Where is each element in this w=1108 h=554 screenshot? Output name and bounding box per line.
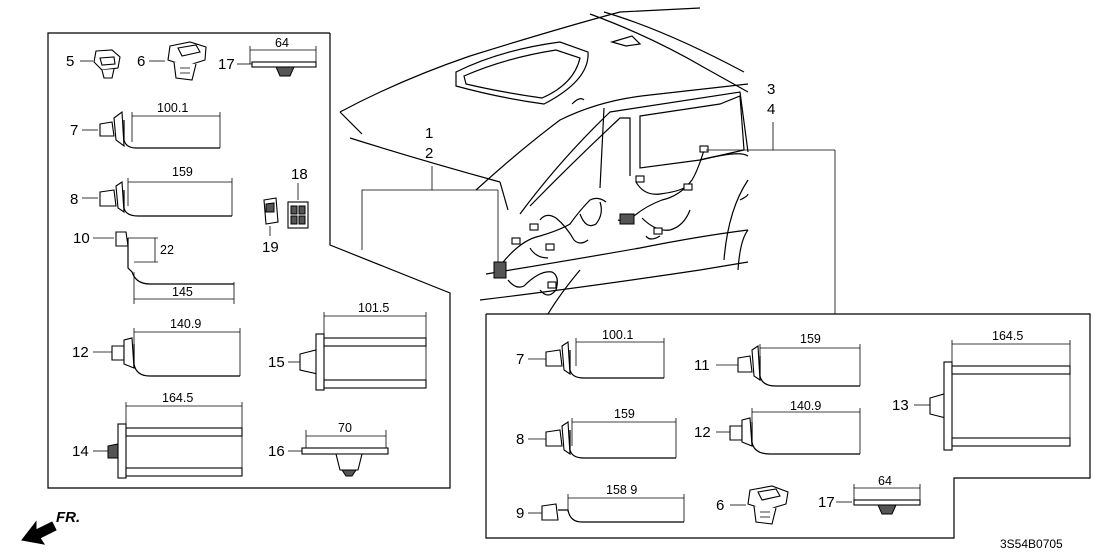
- callout-8-right: 8: [516, 431, 524, 448]
- callout-2: 2: [425, 145, 433, 162]
- dim-9-right: 158 9: [606, 483, 637, 497]
- callout-3: 3: [767, 81, 775, 98]
- dim-8-right: 159: [614, 407, 635, 421]
- dim-10-horizontal: 145: [172, 285, 193, 299]
- dim-10-vertical: 22: [160, 243, 174, 257]
- callout-17-left: 17: [218, 56, 235, 73]
- callout-19: 19: [262, 239, 279, 256]
- callout-8-left: 8: [70, 191, 78, 208]
- diagram-code: 3S54B0705: [1000, 537, 1063, 551]
- dim-15: 101.5: [358, 301, 389, 315]
- callout-14: 14: [72, 443, 89, 460]
- clip-part-16: [301, 430, 389, 477]
- clip-part-6-right: [747, 485, 789, 525]
- leader-3-4: [706, 122, 774, 151]
- clip-part-15: [299, 312, 427, 391]
- callout-9-right: 9: [516, 505, 524, 522]
- clip-part-14: [107, 402, 243, 479]
- dim-7-left: 100.1: [157, 101, 188, 115]
- dim-12-left: 140.9: [170, 317, 201, 331]
- right-parts-box: [485, 313, 1091, 539]
- dim-14: 164.5: [162, 391, 193, 405]
- clip-part-11-right: [737, 344, 861, 387]
- front-label: FR.: [56, 509, 80, 526]
- callout-12-right: 12: [694, 424, 711, 441]
- clip-part-17-right: [853, 484, 921, 515]
- clip-part-12-right: [729, 408, 861, 455]
- dim-7-right: 100.1: [602, 328, 633, 342]
- clip-part-9-right: [541, 494, 685, 523]
- callout-7-right: 7: [516, 351, 524, 368]
- clip-part-7-left: [99, 110, 221, 149]
- leader-1-2: [361, 166, 433, 250]
- clip-part-5: [93, 49, 121, 79]
- door-harness-front: [493, 197, 607, 296]
- callout-7-left: 7: [70, 122, 78, 139]
- clip-part-12-left: [111, 328, 241, 377]
- clip-part-17-left: [249, 46, 317, 77]
- callout-13-right: 13: [892, 397, 909, 414]
- callout-6: 6: [137, 53, 145, 70]
- front-direction-arrow-icon: [21, 520, 57, 545]
- dim-13-right: 164.5: [992, 329, 1023, 343]
- clip-part-8-right: [545, 418, 677, 459]
- bracket-part-19: [263, 197, 279, 225]
- dim-8-left: 159: [172, 165, 193, 179]
- dim-17-right: 64: [878, 474, 892, 488]
- dim-11-right: 159: [800, 332, 821, 346]
- callout-11-right: 11: [694, 357, 710, 374]
- callout-5: 5: [66, 53, 74, 70]
- clip-part-7-right: [545, 338, 665, 379]
- door-harness-rear: [617, 145, 709, 240]
- callout-15: 15: [268, 354, 285, 371]
- callout-6-right: 6: [716, 497, 724, 514]
- clip-part-10: [115, 231, 235, 304]
- dim-16: 70: [338, 421, 352, 435]
- clip-part-13-right: [929, 340, 1071, 451]
- callout-12-left: 12: [72, 344, 89, 361]
- callout-4: 4: [767, 101, 775, 118]
- vehicle-outline: [339, 7, 749, 315]
- callout-18: 18: [291, 166, 308, 183]
- connector-part-18: [287, 201, 309, 229]
- callout-16: 16: [268, 443, 285, 460]
- dim-17-left: 64: [275, 36, 289, 50]
- dim-12-right: 140.9: [790, 399, 821, 413]
- callout-1: 1: [425, 125, 433, 142]
- clip-part-6: [167, 41, 207, 81]
- left-parts-box: [47, 32, 451, 489]
- clip-part-8-left: [99, 178, 233, 217]
- callout-17-right: 17: [818, 494, 835, 511]
- callout-10: 10: [73, 230, 90, 247]
